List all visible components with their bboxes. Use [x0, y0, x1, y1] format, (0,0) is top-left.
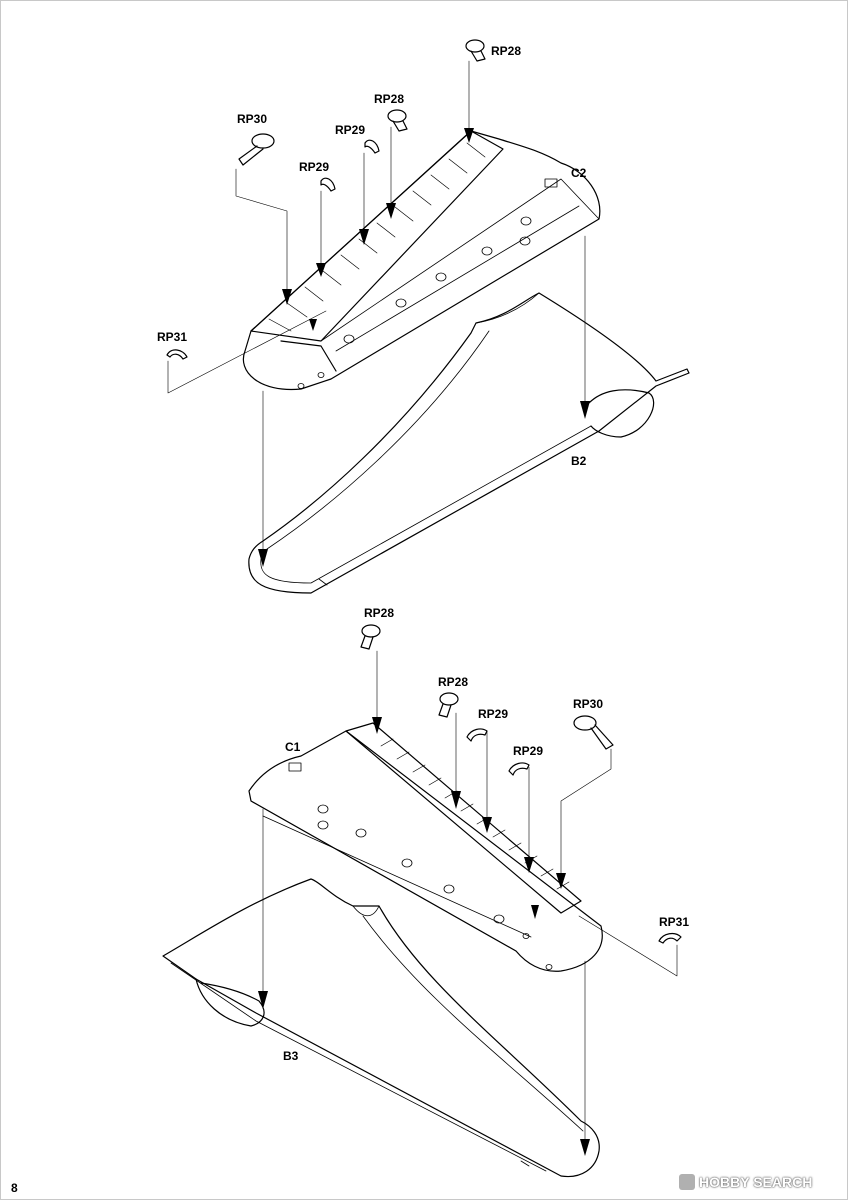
label-rp28-top-b: RP28 [374, 92, 405, 106]
part-rp29-bottom-b [508, 762, 530, 776]
watermark-text: HOBBY SEARCH [699, 1174, 813, 1190]
wing-lower-b3 [162, 878, 600, 1178]
part-rp28-bottom-b [438, 692, 459, 718]
part-rp28-bottom-a [360, 624, 381, 650]
label-rp29-bottom-a: RP29 [478, 707, 509, 721]
part-rp31-bottom [658, 932, 682, 944]
part-rp28-top-a [465, 39, 486, 62]
label-wing-b2: B2 [571, 454, 587, 468]
label-wing-b3: B3 [283, 1049, 299, 1063]
label-rp30-bottom: RP30 [573, 697, 604, 711]
wing-upper-c2 [242, 130, 601, 391]
page-number: 8 [11, 1181, 18, 1195]
label-rp28-bottom-b: RP28 [438, 675, 469, 689]
part-rp29-top-b [320, 177, 336, 192]
label-rp28-bottom-a: RP28 [364, 606, 395, 620]
part-rp30-bottom [573, 715, 614, 750]
label-rp28-top-a: RP28 [491, 44, 522, 58]
part-rp29-bottom-a [466, 728, 488, 742]
wing-upper-c1 [248, 722, 603, 972]
part-rp29-top-a [364, 139, 380, 154]
label-wing-c1: C1 [285, 740, 301, 754]
hobby-search-logo-icon [679, 1174, 695, 1190]
wing-lower-b2 [248, 292, 690, 594]
part-rp28-top-b [387, 109, 408, 132]
label-rp29-bottom-b: RP29 [513, 744, 544, 758]
label-rp29-top-b: RP29 [299, 160, 330, 174]
label-rp29-top-a: RP29 [335, 123, 366, 137]
label-wing-c2: C2 [571, 166, 587, 180]
part-rp30-top [238, 133, 275, 166]
part-rp31-top [166, 349, 188, 360]
label-rp30-top: RP30 [237, 112, 268, 126]
watermark: HOBBY SEARCH [679, 1173, 812, 1191]
label-rp31-bottom: RP31 [659, 915, 690, 929]
label-rp31-top: RP31 [157, 330, 188, 344]
